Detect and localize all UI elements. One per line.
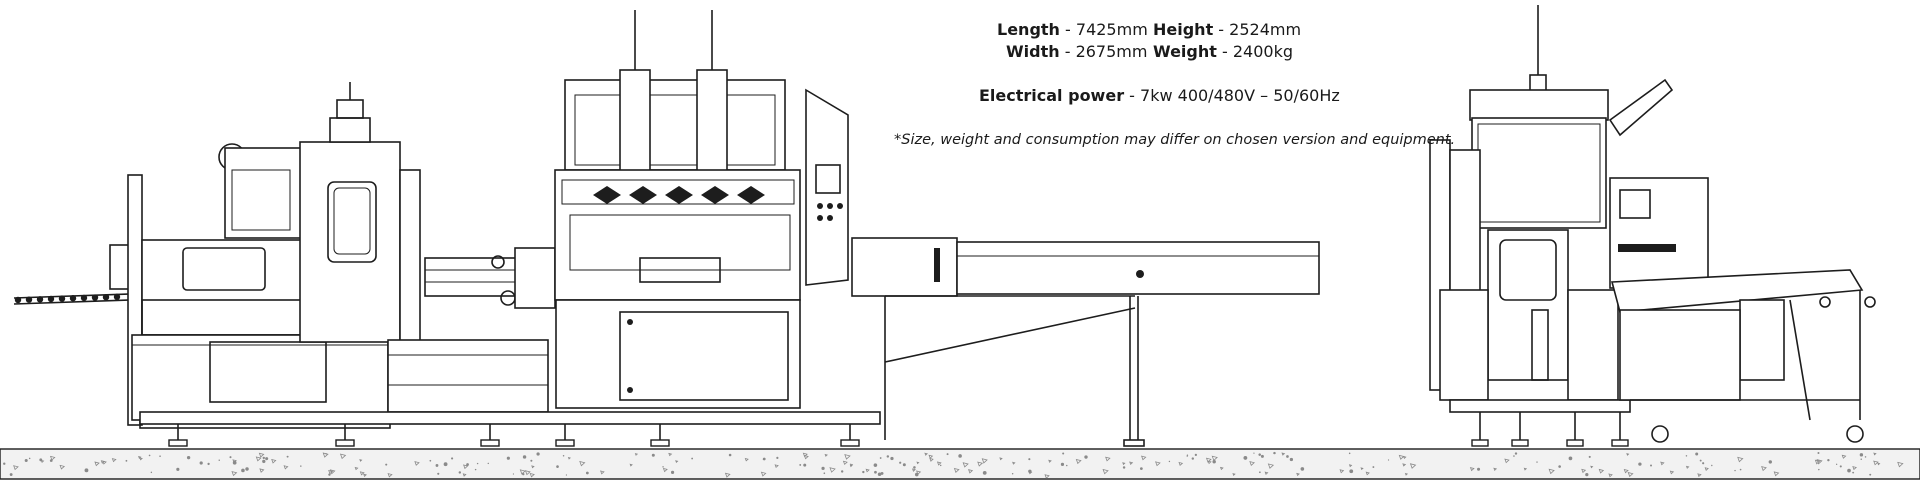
end-center-column [1487, 229, 1569, 381]
outfeed-conveyor [851, 237, 1320, 447]
power-value: - 7kw 400/480V – 50/60Hz [1124, 86, 1340, 105]
pusher-mechanism [424, 247, 556, 309]
width-value: - 2675mm [1059, 42, 1148, 61]
length-value: - 7425mm [1059, 20, 1148, 39]
castor-wheel [1651, 425, 1669, 443]
end-top-hood [1471, 117, 1607, 229]
power-label: Electrical power [979, 86, 1125, 105]
weight-value: - 2400kg [1216, 42, 1293, 61]
machine-side-view [13, 10, 1320, 447]
height-label: Height [1153, 20, 1214, 39]
height-spec: Height - 2524mm [1153, 18, 1301, 41]
width-label: Width [1006, 42, 1060, 61]
machine-end-view [1429, 5, 1876, 447]
control-panel [805, 88, 849, 286]
length-spec: Length - 7425mm [997, 18, 1148, 41]
disclaimer-note: *Size, weight and consumption may differ… [894, 132, 1456, 148]
castor-wheel [1846, 425, 1864, 443]
weight-spec: Weight - 2400kg [1153, 40, 1293, 63]
lower-cabinet-left [131, 334, 389, 421]
weight-label: Weight [1153, 42, 1217, 61]
chain-infeed [13, 244, 147, 305]
width-spec: Width - 2675mm [1006, 40, 1147, 63]
end-infeed-chute [1608, 78, 1876, 381]
base-rail [139, 411, 881, 425]
floor-texture [3, 451, 1904, 479]
power-spec: Electrical power - 7kw 400/480V – 50/60H… [979, 84, 1340, 107]
lower-cabinet-mid [387, 339, 549, 413]
height-value: - 2524mm [1213, 20, 1302, 39]
forming-unit [554, 10, 801, 409]
forming-base-cabinet [555, 299, 801, 409]
infeed-housing [141, 239, 303, 336]
sealing-tower [299, 141, 401, 343]
floor-slab [0, 448, 1920, 480]
length-label: Length [997, 20, 1060, 39]
